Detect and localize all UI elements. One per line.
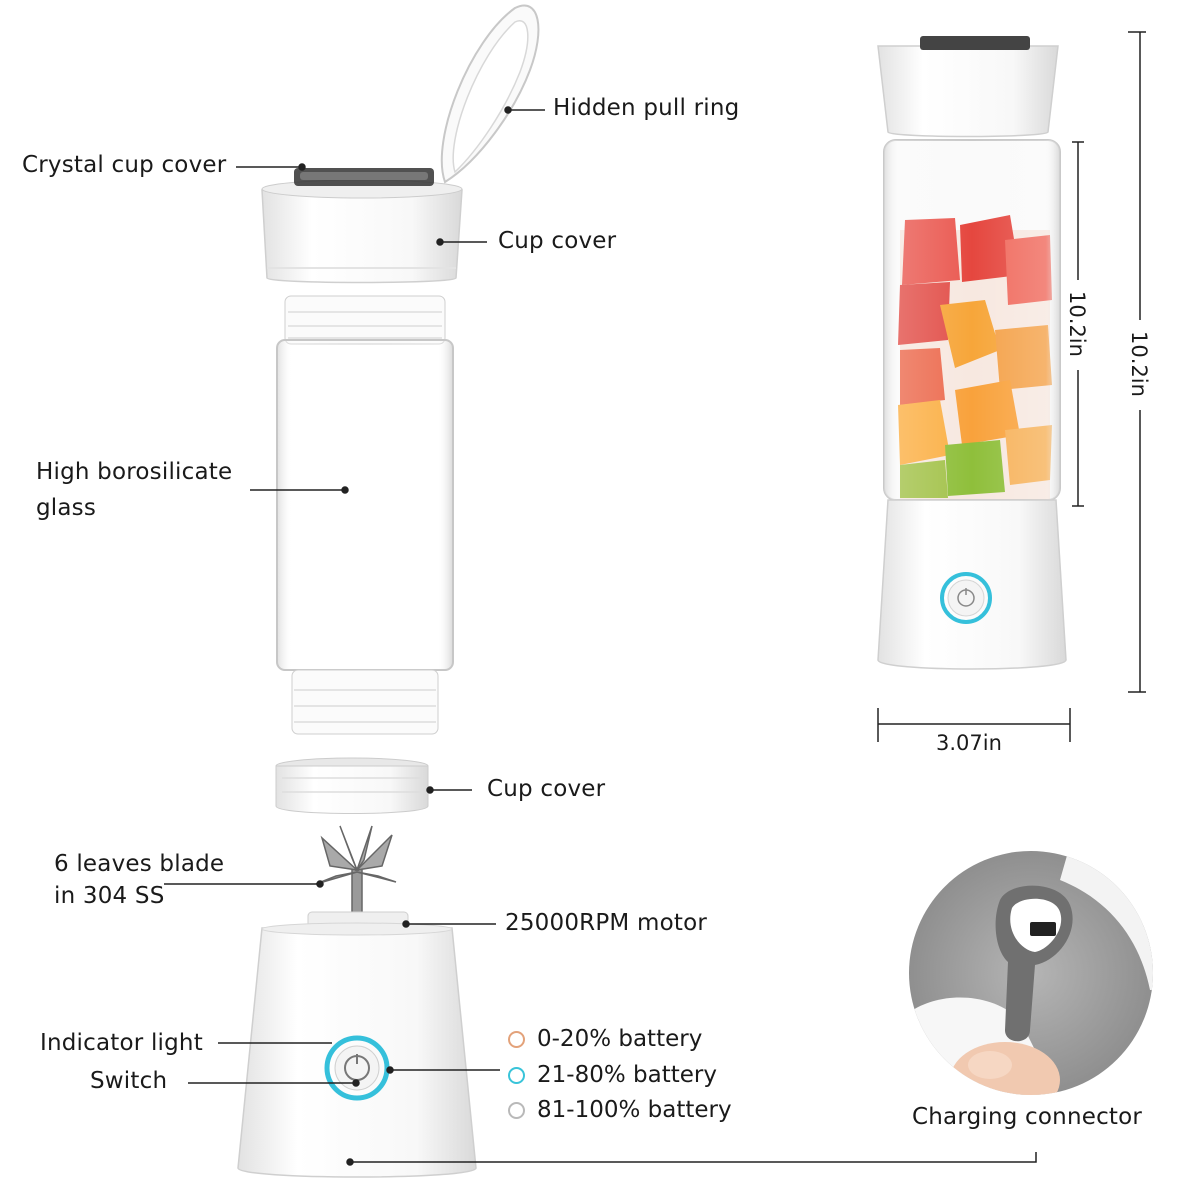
label-blade: 6 leaves blade in 304 SS — [54, 848, 224, 912]
dimension-glass-height: 10.2in — [1064, 291, 1089, 357]
top-cup-cover — [261, 168, 463, 284]
label-indicator-light: Indicator light — [40, 1030, 203, 1056]
borosilicate-glass-cup — [276, 295, 454, 735]
label-cup-cover-top: Cup cover — [498, 228, 617, 254]
label-borosilicate-line1: High borosilicate — [36, 459, 233, 485]
battery-mid-ring-icon — [508, 1066, 525, 1084]
assembled-blender — [877, 36, 1067, 670]
label-borosilicate-line2: glass — [36, 495, 97, 521]
label-cup-cover-bottom: Cup cover — [487, 776, 606, 802]
label-motor: 25000RPM motor — [505, 910, 707, 936]
battery-level-high: 81-100% battery — [508, 1097, 732, 1123]
six-leaves-blade — [315, 825, 397, 917]
dimension-width: 3.07in — [936, 731, 1002, 755]
label-blade-line2: in 304 SS — [54, 883, 165, 909]
leader-lines — [164, 106, 1037, 1166]
motor-base — [237, 911, 477, 1178]
battery-low-text: 0-20% battery — [537, 1026, 703, 1052]
battery-level-mid: 21-80% battery — [508, 1062, 717, 1088]
label-borosilicate-glass: High borosilicate glass — [36, 454, 232, 526]
dimension-lines — [877, 31, 1146, 742]
hidden-pull-ring-lid — [440, 4, 540, 184]
battery-mid-text: 21-80% battery — [537, 1062, 717, 1088]
battery-level-low: 0-20% battery — [508, 1026, 702, 1052]
label-crystal-cup-cover: Crystal cup cover — [22, 152, 227, 178]
charging-connector-photo — [909, 851, 1153, 1095]
label-charging-connector: Charging connector — [912, 1104, 1143, 1130]
label-hidden-pull-ring: Hidden pull ring — [553, 95, 740, 121]
battery-high-text: 81-100% battery — [537, 1097, 732, 1123]
dimension-total-height: 10.2in — [1126, 331, 1151, 397]
bottom-cup-cover — [275, 757, 429, 814]
label-blade-line1: 6 leaves blade — [54, 851, 225, 877]
label-switch: Switch — [90, 1068, 168, 1094]
battery-low-ring-icon — [508, 1030, 525, 1048]
battery-high-ring-icon — [508, 1101, 525, 1119]
